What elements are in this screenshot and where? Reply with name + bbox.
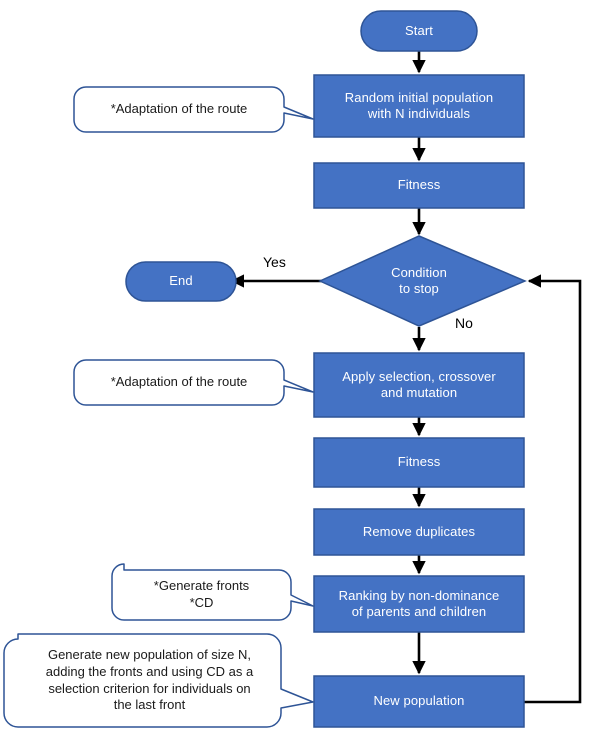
connector-group: [230, 51, 582, 704]
node-fitness2[interactable]: [313, 437, 525, 488]
callout-new-pop-shape[interactable]: [3, 633, 314, 728]
node-init[interactable]: [313, 74, 525, 138]
callout-operators-shape[interactable]: [73, 359, 314, 406]
node-new-pop[interactable]: [313, 675, 525, 728]
node-ranking[interactable]: [313, 575, 525, 633]
node-end[interactable]: [125, 261, 237, 302]
callout-init-shape[interactable]: [73, 86, 314, 133]
connector-newpop-feedback-to-condition: [524, 274, 582, 704]
node-fitness1[interactable]: [313, 162, 525, 209]
node-condition[interactable]: [318, 235, 527, 327]
callout-ranking-shape[interactable]: [111, 563, 314, 621]
node-operators[interactable]: [313, 352, 525, 418]
node-remove-dupes[interactable]: [313, 508, 525, 556]
node-start[interactable]: [360, 10, 478, 52]
